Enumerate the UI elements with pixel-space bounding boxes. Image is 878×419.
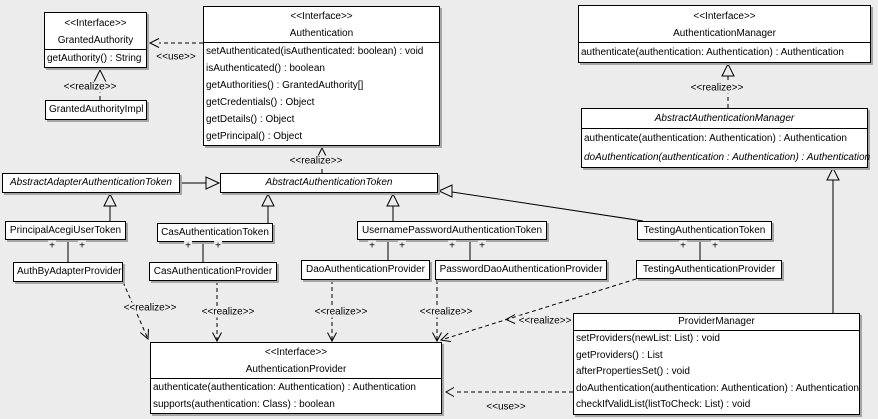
triangle-abstractauthenticationtoken-left <box>205 176 221 190</box>
class-authentication-manager[interactable]: <<Interface>> AuthenticationManager auth… <box>578 5 871 63</box>
method-label: getAuthority() : String <box>47 53 142 64</box>
use-label: <<use>> <box>485 401 527 413</box>
class-username-password-authentication-token[interactable]: UsernamePasswordAuthenticationToken <box>357 221 547 240</box>
method-label: doAuthentication(authentication: Authent… <box>576 382 859 394</box>
realize-label: <<realize>> <box>517 315 573 327</box>
class-name: CasAuthenticationToken <box>161 227 269 238</box>
realize-label: <<realize>> <box>689 82 745 94</box>
class-name: AuthenticationProvider <box>245 364 347 375</box>
class-abstract-authentication-token[interactable]: AbstractAuthenticationToken <box>220 173 438 193</box>
class-name: CasAuthenticationProvider <box>153 266 273 277</box>
class-granted-authority-impl[interactable]: GrantedAuthorityImpl <box>45 100 147 120</box>
class-name: AbstractAuthenticationManager <box>654 113 795 124</box>
method-label: getDetails() : Object <box>206 114 295 125</box>
class-name: PasswordDaoAuthenticationProvider <box>439 264 603 275</box>
arrowhead-realize-passworddaoprovider <box>432 332 442 343</box>
arrowhead-use-authenticationprovider <box>444 387 455 397</box>
class-cas-authentication-token[interactable]: CasAuthenticationToken <box>157 223 273 242</box>
class-granted-authority[interactable]: <<Interface>> GrantedAuthority getAuthor… <box>44 12 147 68</box>
gen-line-testingauthenticationtoken <box>451 191 644 222</box>
multiplicity-label: + <box>184 240 192 252</box>
class-testing-authentication-token[interactable]: TestingAuthenticationToken <box>637 221 772 240</box>
stereotype-label: <<Interface>> <box>693 11 756 22</box>
method-label: getProviders() : List <box>576 349 663 361</box>
realize-label: <<realize>> <box>62 81 118 93</box>
triangle-authenticationmanager <box>721 62 735 77</box>
realize-label: <<realize>> <box>313 306 369 318</box>
stereotype-label: <<Interface>> <box>290 11 353 22</box>
method-label: getAuthorities() : GrantedAuthority[] <box>206 80 364 91</box>
method-label: getCredentials() : Object <box>206 97 315 108</box>
method-label: supports(authentication: Class) : boolea… <box>153 399 335 410</box>
class-principal-acegi-user-token[interactable]: PrincipalAcegiUserToken <box>5 221 126 240</box>
class-name: AuthByAdapterProvider <box>17 266 122 277</box>
method-label: isAuthenticated() : boolean <box>206 63 325 74</box>
method-label: authenticate(authentication: Authenticat… <box>153 382 416 393</box>
arrowhead-realize-testingprovider <box>439 332 452 343</box>
realize-label: <<realize>> <box>200 306 256 318</box>
triangle-abstractauthenticationmanager-bottom <box>826 166 840 181</box>
class-abstract-adapter-authentication-token[interactable]: AbstractAdapterAuthenticationToken <box>2 173 180 193</box>
arrowhead-realize-testingprovider-mid <box>504 314 516 324</box>
class-name: AbstractAuthenticationToken <box>265 177 393 188</box>
class-name: PrincipalAcegiUserToken <box>9 225 122 236</box>
class-name: AuthenticationManager <box>673 28 776 39</box>
stereotype-label: <<Interface>> <box>264 347 328 358</box>
class-abstract-authentication-manager[interactable]: AbstractAuthenticationManager authentica… <box>581 108 871 168</box>
method-label: checkIfValidList(listToCheck: List) : vo… <box>576 399 751 410</box>
method-label: getPrincipal() : Object <box>206 131 303 142</box>
realize-label: <<realize>> <box>288 155 344 167</box>
multiplicity-label: + <box>398 240 406 252</box>
method-label: setAuthenticated(isAuthenticated: boolea… <box>206 46 424 57</box>
class-name: GrantedAuthority <box>57 35 134 46</box>
class-authentication[interactable]: <<Interface>> Authentication setAuthenti… <box>203 6 440 146</box>
arrowhead-realize-daoprovider <box>327 332 337 343</box>
class-authentication-provider[interactable]: <<Interface>> AuthenticationProvider aut… <box>150 342 442 414</box>
class-name: AbstractAdapterAuthenticationToken <box>10 177 172 188</box>
multiplicity-label: + <box>711 240 719 252</box>
method-label: authenticate(authentication: Authenticat… <box>584 133 847 144</box>
class-password-dao-authentication-provider[interactable]: PasswordDaoAuthenticationProvider <box>435 260 607 280</box>
use-label: <<use>> <box>155 51 197 63</box>
method-label: authenticate(authentication: Authenticat… <box>581 47 844 58</box>
realize-label: <<realize>> <box>122 302 178 314</box>
arrowhead-realize-casprovider <box>212 332 222 343</box>
triangle-abstracttoken-upat <box>386 192 400 207</box>
class-auth-by-adapter-provider[interactable]: AuthByAdapterProvider <box>13 262 123 282</box>
class-name: TestingAuthenticationToken <box>643 225 766 236</box>
method-label: afterPropertiesSet() : void <box>576 366 690 377</box>
triangle-grantedauthority <box>93 68 107 83</box>
arrowhead-realize-authbyadapter <box>139 328 149 341</box>
multiplicity-label: + <box>679 240 687 252</box>
method-label: doAuthentication(authentication : Authen… <box>584 152 871 163</box>
triangle-abstracttoken-right <box>437 184 453 198</box>
class-name: GrantedAuthorityImpl <box>49 104 144 115</box>
multiplicity-label: + <box>214 240 222 252</box>
class-testing-authentication-provider[interactable]: TestingAuthenticationProvider <box>636 260 782 279</box>
multiplicity-label: + <box>368 240 376 252</box>
class-provider-manager[interactable]: ProviderManager setProviders(newList: Li… <box>573 313 860 415</box>
multiplicity-label: + <box>78 240 86 252</box>
class-dao-authentication-provider[interactable]: DaoAuthenticationProvider <box>301 260 430 280</box>
multiplicity-label: + <box>448 240 456 252</box>
multiplicity-label: + <box>478 240 486 252</box>
triangle-abstractadaptertoken <box>103 192 117 207</box>
class-name: Authentication <box>289 28 354 39</box>
multiplicity-label: + <box>48 240 56 252</box>
method-label: setProviders(newList: List) : void <box>576 333 720 344</box>
arrowhead-use-grantedauthority <box>148 38 160 48</box>
class-name: ProviderManager <box>678 316 755 327</box>
stereotype-label: <<Interface>> <box>64 18 127 29</box>
realize-label: <<realize>> <box>418 306 474 318</box>
class-name: UsernamePasswordAuthenticationToken <box>361 225 543 236</box>
realize-line-testingauthenticationprovider <box>440 278 637 341</box>
triangle-abstracttoken-cas <box>261 192 275 207</box>
class-cas-authentication-provider[interactable]: CasAuthenticationProvider <box>149 262 277 281</box>
class-name: DaoAuthenticationProvider <box>306 264 425 275</box>
class-name: TestingAuthenticationProvider <box>642 264 776 275</box>
